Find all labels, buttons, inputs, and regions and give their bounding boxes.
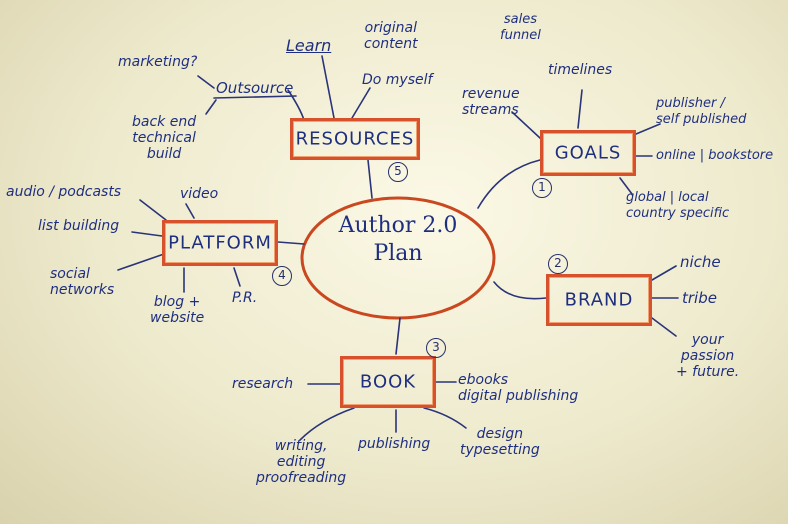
label-blog-line1: blog + bbox=[153, 294, 201, 310]
label-publisher-line1: publisher / bbox=[656, 96, 725, 111]
link-revenue bbox=[511, 111, 541, 139]
label-learn: Learn bbox=[286, 36, 332, 55]
label-research: research bbox=[232, 376, 294, 392]
label-passion-line3: + future. bbox=[676, 364, 740, 380]
link-writing bbox=[299, 407, 355, 441]
label-backend-line1: back end bbox=[132, 114, 197, 130]
link-design bbox=[423, 407, 467, 429]
label-backend-build: back end technical build bbox=[132, 114, 196, 162]
label-writing-line3: proofreading bbox=[256, 470, 347, 486]
label-original-content: original content bbox=[364, 20, 418, 52]
label-design-typesetting: design typesetting bbox=[460, 426, 540, 458]
node-book: BOOK bbox=[340, 356, 436, 408]
link-do-myself bbox=[351, 87, 371, 119]
link-backend bbox=[205, 99, 217, 115]
outsource-underline bbox=[213, 95, 297, 99]
link-outsource bbox=[287, 89, 305, 121]
label-online-bookstore: online | bookstore bbox=[656, 148, 774, 163]
label-social-line1: social bbox=[50, 266, 90, 282]
badge-brand: 2 bbox=[548, 254, 568, 274]
central-plan-title: Author 2.0 Plan bbox=[300, 212, 496, 268]
label-pr: P.R. bbox=[232, 290, 258, 306]
label-revenue-streams: revenue streams bbox=[462, 86, 520, 118]
link-marketing bbox=[197, 75, 215, 89]
badge-book: 3 bbox=[426, 338, 446, 358]
label-ebooks: ebooks digital publishing bbox=[458, 372, 578, 404]
label-social-networks: social networks bbox=[50, 266, 114, 298]
label-list-building: list building bbox=[38, 218, 120, 234]
link-niche bbox=[651, 265, 677, 281]
label-design-line2: typesetting bbox=[460, 442, 540, 458]
label-audio-podcasts: audio / podcasts bbox=[6, 184, 122, 200]
link-pr bbox=[233, 267, 241, 287]
label-outsource: Outsource bbox=[216, 79, 294, 97]
badge-resources: 5 bbox=[388, 162, 408, 182]
link-timelines bbox=[577, 89, 583, 129]
label-niche: niche bbox=[680, 253, 721, 271]
label-video: video bbox=[180, 186, 219, 202]
node-resources: RESOURCES bbox=[290, 118, 420, 160]
node-platform-label: PLATFORM bbox=[168, 232, 272, 254]
label-publisher: publisher / self published bbox=[656, 96, 746, 128]
label-global-line1: global | local bbox=[626, 190, 709, 205]
center-line-1: Author 2.0 bbox=[338, 213, 458, 238]
link-passion bbox=[651, 317, 677, 337]
link-center-platform bbox=[277, 241, 305, 245]
label-passion-line2: passion bbox=[680, 348, 735, 364]
label-publishing: publishing bbox=[358, 436, 431, 452]
link-social bbox=[117, 253, 165, 271]
label-sales-line2: funnel bbox=[500, 28, 541, 43]
label-writing-line2: editing bbox=[276, 454, 326, 470]
link-publisher bbox=[635, 123, 661, 135]
link-global bbox=[619, 177, 633, 195]
link-learn bbox=[321, 55, 335, 119]
label-revenue-line1: revenue bbox=[462, 86, 520, 102]
node-book-label: BOOK bbox=[359, 371, 417, 393]
link-center-brand bbox=[493, 281, 547, 300]
link-audio bbox=[139, 199, 167, 221]
link-center-goals bbox=[477, 159, 541, 209]
label-original-line2: content bbox=[364, 36, 418, 52]
node-platform: PLATFORM bbox=[162, 220, 278, 266]
node-brand: BRAND bbox=[546, 274, 652, 326]
label-publisher-line2: self published bbox=[656, 112, 747, 127]
label-social-line2: networks bbox=[50, 282, 115, 298]
label-passion-line1: your bbox=[691, 332, 724, 348]
node-resources-label: RESOURCES bbox=[295, 128, 415, 150]
label-timelines: timelines bbox=[548, 62, 613, 78]
label-global-local: global | local country specific bbox=[626, 190, 729, 222]
link-center-book bbox=[395, 317, 401, 355]
node-goals-label: GOALS bbox=[554, 142, 622, 164]
label-sales-line1: sales bbox=[503, 12, 538, 27]
label-global-line2: country specific bbox=[626, 206, 730, 221]
badge-platform: 4 bbox=[272, 266, 292, 286]
label-ebooks-line1: ebooks bbox=[458, 372, 509, 388]
label-design-line1: design bbox=[476, 426, 524, 442]
link-center-resources bbox=[367, 159, 373, 199]
central-ellipse bbox=[300, 196, 496, 320]
label-do-myself: Do myself bbox=[362, 72, 433, 88]
label-tribe: tribe bbox=[682, 289, 717, 307]
label-writing: writing, editing proofreading bbox=[256, 438, 346, 486]
node-brand-label: BRAND bbox=[564, 289, 634, 311]
label-writing-line1: writing, bbox=[274, 438, 328, 454]
center-line-2: Plan bbox=[373, 241, 423, 266]
link-list bbox=[131, 231, 163, 237]
node-goals: GOALS bbox=[540, 130, 636, 176]
badge-goals: 1 bbox=[532, 178, 552, 198]
label-original-line1: original bbox=[364, 20, 417, 36]
label-ebooks-line2: digital publishing bbox=[458, 388, 579, 404]
label-blog-website: blog + website bbox=[150, 294, 204, 326]
label-backend-line3: build bbox=[146, 146, 182, 162]
label-revenue-line2: streams bbox=[462, 102, 519, 118]
label-sales-funnel: sales funnel bbox=[500, 12, 541, 44]
label-blog-line2: website bbox=[150, 310, 205, 326]
link-video bbox=[185, 203, 195, 219]
label-passion-future: your passion + future. bbox=[676, 332, 739, 380]
label-marketing: marketing? bbox=[118, 54, 198, 70]
label-backend-line2: technical bbox=[132, 130, 196, 146]
